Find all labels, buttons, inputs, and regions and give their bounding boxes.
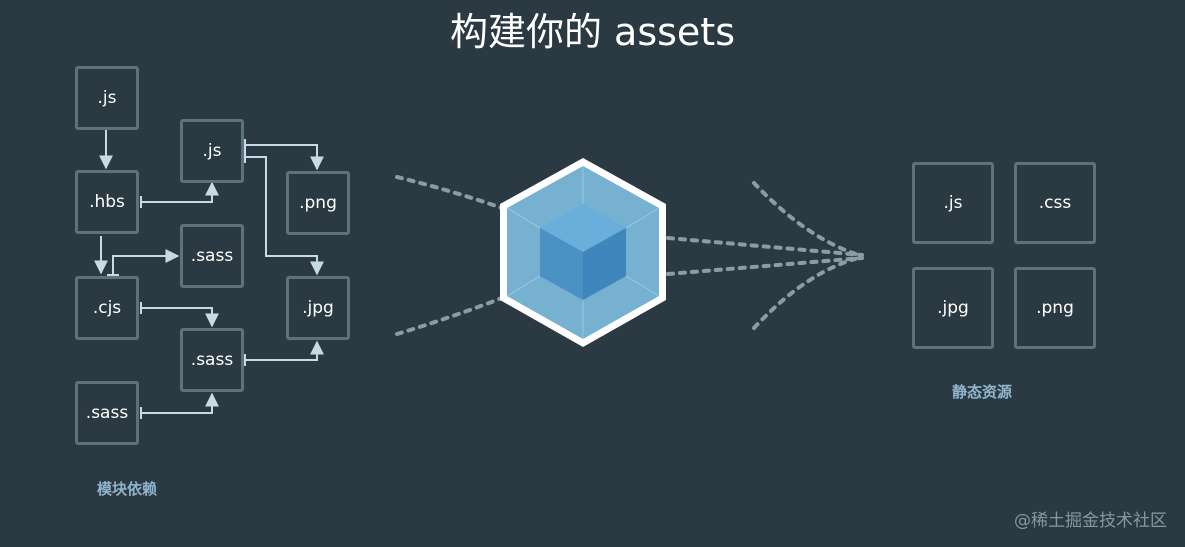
flow-line-in-top	[395, 175, 504, 210]
arrow-js-to-png	[245, 144, 324, 171]
flow-line-out-2	[666, 256, 864, 276]
arrow-sass-to-jpg	[245, 340, 324, 361]
arrow-hbs-to-js	[141, 181, 219, 203]
flow-line-out-3	[752, 181, 864, 258]
module-node-cjs: .cjs	[75, 276, 139, 340]
asset-node-css: .css	[1014, 162, 1096, 244]
module-node-jpg: .jpg	[286, 276, 350, 340]
arrow-cjs-to-sass	[112, 249, 180, 275]
watermark: @稀土掘金技术社区	[1014, 511, 1167, 531]
arrow-cjs-to-sass-lower	[141, 307, 219, 328]
page-title: 构建你的 assets	[449, 10, 736, 54]
assets-caption: 静态资源	[952, 383, 1013, 401]
module-node-hbs: .hbs	[75, 170, 139, 234]
module-node-js-top: .js	[75, 66, 139, 130]
module-node-sass-middle: .sass	[180, 328, 244, 392]
flow-line-out-4	[752, 255, 864, 330]
module-node-sass-upper: .sass	[180, 224, 244, 288]
arrow-js-to-jpg	[245, 156, 324, 276]
asset-node-js: .js	[912, 162, 994, 244]
flow-line-out-1	[666, 236, 864, 257]
module-node-png: .png	[286, 171, 350, 235]
module-node-sass-lower: .sass	[75, 381, 139, 445]
asset-node-png: .png	[1014, 267, 1096, 349]
flow-line-in-bottom	[395, 296, 504, 336]
asset-node-jpg: .jpg	[912, 267, 994, 349]
arrow-sass-to-sass	[141, 392, 219, 414]
module-node-js: .js	[180, 119, 244, 183]
modules-caption: 模块依赖	[97, 480, 158, 498]
